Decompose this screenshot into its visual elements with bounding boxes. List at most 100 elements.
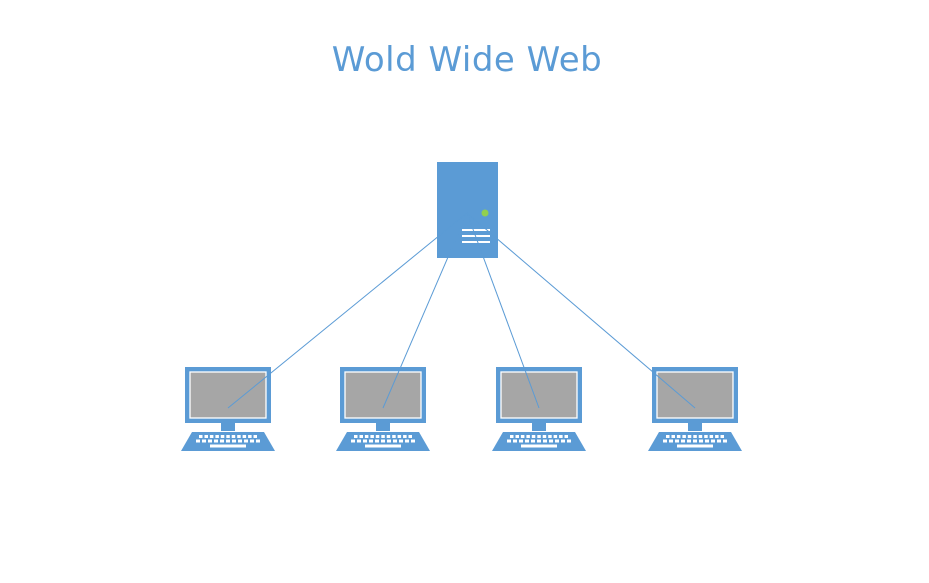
keyboard-key (675, 439, 679, 443)
keyboard-key (693, 439, 697, 443)
keyboard-key (351, 439, 355, 443)
server-power-led (481, 209, 489, 217)
keyboard-key (515, 435, 519, 438)
keyboard-key (226, 439, 230, 443)
connection-line-2 (382, 212, 468, 409)
keyboard-key (676, 435, 681, 438)
keyboard-key (364, 435, 369, 438)
monitor-screen (656, 371, 734, 419)
keyboard-key (663, 439, 667, 443)
keyboard-key (405, 439, 409, 443)
diagram-title: Wold Wide Web (331, 40, 603, 80)
keyboard-key (526, 435, 530, 438)
keyboard-key (537, 439, 541, 443)
keyboard-key (375, 435, 380, 438)
keyboard-key (559, 435, 563, 438)
keyboard-key (671, 435, 675, 438)
keyboard-key (369, 439, 373, 443)
spacebar (521, 444, 557, 448)
keyboard-key (393, 439, 397, 443)
keyboard-key (199, 435, 203, 438)
keyboard-key (720, 435, 724, 438)
keyboard-key (381, 435, 385, 438)
keyboard-key (220, 435, 225, 438)
keyboard-key (687, 439, 691, 443)
keyboard-key (204, 435, 208, 438)
keyboard-key (403, 435, 407, 438)
keyboard-key (381, 439, 385, 443)
keyboard-key (553, 435, 558, 438)
keyboard-key (209, 435, 214, 438)
monitor-stand (376, 423, 390, 431)
keyboard-key (666, 435, 670, 438)
keyboard-key (375, 439, 379, 443)
keyboard-key (669, 439, 673, 443)
keyboard-key (555, 439, 559, 443)
keyboard-key (531, 439, 535, 443)
keyboard-key (231, 435, 236, 438)
client-computer-2 (336, 367, 430, 451)
keyboard-key (548, 435, 552, 438)
client-computer-1 (181, 367, 275, 451)
keyboard-key (709, 435, 714, 438)
keyboard-key (208, 439, 212, 443)
keyboard-key (723, 439, 727, 443)
connection-lines (227, 212, 696, 409)
spacebar (365, 444, 401, 448)
keyboard-key (687, 435, 692, 438)
keyboard-key (537, 435, 541, 438)
monitor-screen (344, 371, 422, 419)
keyboard-key (698, 435, 703, 438)
monitor-screen (189, 371, 267, 419)
clients-layer (181, 367, 742, 451)
client-computer-4 (648, 367, 742, 451)
keyboard-key (510, 435, 514, 438)
keyboard-key (386, 435, 391, 438)
keyboard-key (202, 439, 206, 443)
keyboard-key (357, 439, 361, 443)
connection-line-1 (227, 212, 468, 409)
monitor-stand (532, 423, 546, 431)
keyboard-key (196, 439, 200, 443)
keyboard-key (248, 435, 252, 438)
keyboard-key (564, 435, 568, 438)
keyboard-key (238, 439, 242, 443)
keyboard-key (244, 439, 248, 443)
keyboard-key (226, 435, 230, 438)
keyboard-key (359, 435, 363, 438)
keyboard-key (531, 435, 536, 438)
server-drive-slot (462, 241, 490, 243)
keyboard-key (567, 439, 571, 443)
keyboard-key (519, 439, 523, 443)
monitor-screen (500, 371, 578, 419)
server-layer (437, 162, 498, 258)
keyboard-key (237, 435, 241, 438)
keyboard-key (549, 439, 553, 443)
keyboard-key (408, 435, 412, 438)
monitor-stand (221, 423, 235, 431)
keyboard-key (543, 439, 547, 443)
keyboard-key (711, 439, 715, 443)
keyboard-key (256, 439, 260, 443)
keyboard-key (387, 439, 391, 443)
keyboard-key (214, 439, 218, 443)
keyboard-key (699, 439, 703, 443)
keyboard-key (215, 435, 219, 438)
keyboard-key (363, 439, 367, 443)
client-computer-3 (492, 367, 586, 451)
keyboard-key (507, 439, 511, 443)
keyboard-key (399, 439, 403, 443)
monitor-stand (688, 423, 702, 431)
keyboard-key (411, 439, 415, 443)
keyboard-key (704, 435, 708, 438)
keyboard-key (242, 435, 247, 438)
keyboard-key (525, 439, 529, 443)
keyboard-key (220, 439, 224, 443)
keyboard-key (693, 435, 697, 438)
keyboard-key (232, 439, 236, 443)
keyboard-key (542, 435, 547, 438)
keyboard-key (520, 435, 525, 438)
keyboard-key (397, 435, 402, 438)
keyboard-key (370, 435, 374, 438)
